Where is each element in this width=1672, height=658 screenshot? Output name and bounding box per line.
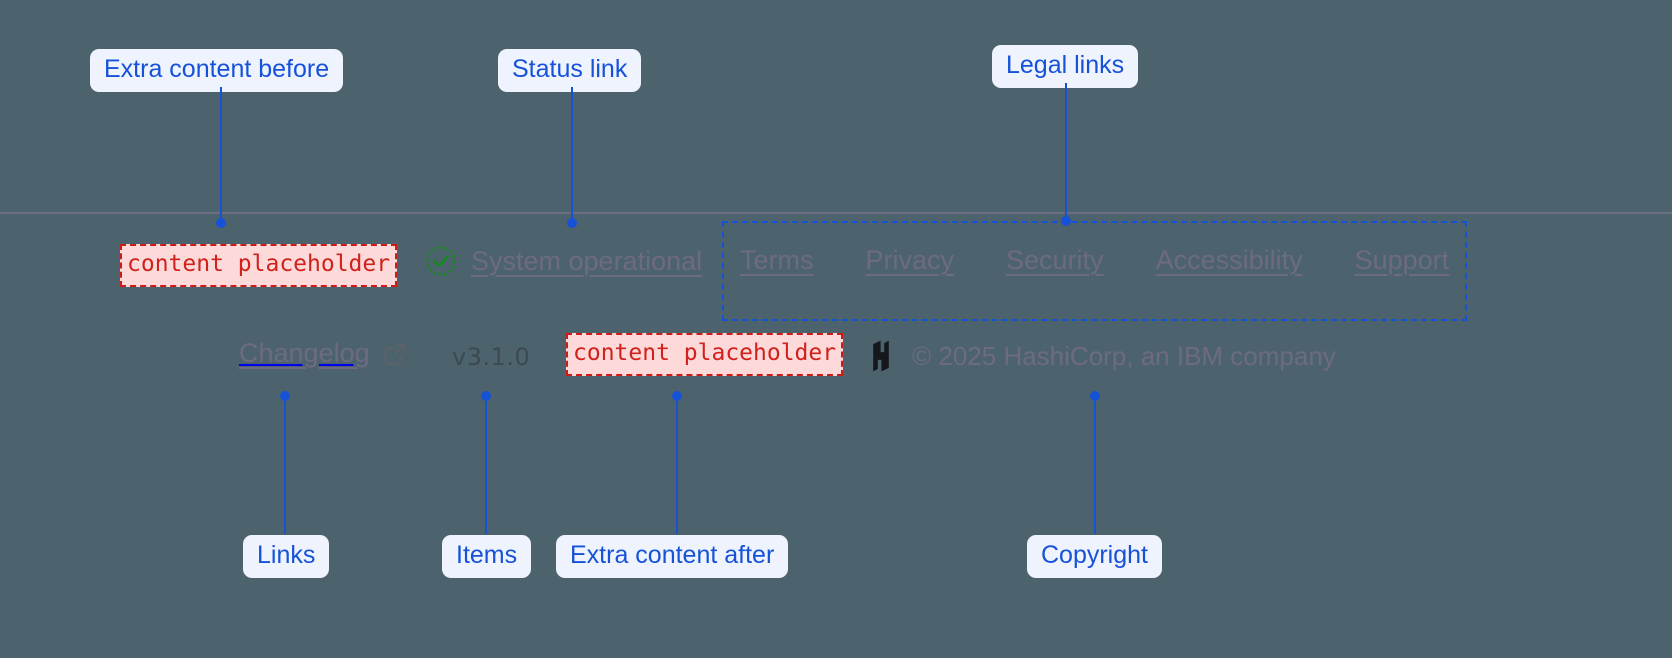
- annotation-extra-content-before: Extra content before: [90, 49, 344, 92]
- leader-line-status-link: [571, 87, 573, 221]
- version-label: v3.1.0: [452, 343, 531, 371]
- footer-row-secondary: Changelog v3.1.0 content placeholder © 2…: [0, 333, 1672, 388]
- external-link-icon: [382, 341, 408, 367]
- changelog-link-label: Changelog: [239, 338, 370, 368]
- leader-line-copyright: [1094, 396, 1096, 534]
- leader-line-links: [284, 396, 286, 534]
- legal-link-security[interactable]: Security: [1006, 245, 1104, 275]
- legal-links-list: Terms Privacy Security Accessibility Sup…: [740, 245, 1449, 276]
- leader-dot-status-link: [567, 218, 577, 228]
- leader-dot-extra-before: [216, 218, 226, 228]
- changelog-link[interactable]: Changelog: [239, 338, 408, 369]
- annotation-extra-content-after: Extra content after: [556, 535, 789, 578]
- status-link-label: System operational: [471, 245, 703, 276]
- annotation-status-link: Status link: [498, 49, 642, 92]
- legal-links-highlight-box: [722, 221, 1467, 321]
- extra-content-before-placeholder: content placeholder: [120, 244, 398, 287]
- footer-top-divider: [0, 212, 1672, 214]
- annotation-items: Items: [442, 535, 532, 578]
- copyright-text: © 2025 HashiCorp, an IBM company: [912, 340, 1336, 371]
- status-link[interactable]: System operational: [425, 245, 702, 277]
- hashicorp-logo: [866, 340, 896, 372]
- legal-link-privacy[interactable]: Privacy: [865, 245, 955, 275]
- check-circle-icon: [425, 245, 457, 277]
- extra-content-after-placeholder: content placeholder: [566, 333, 844, 376]
- copyright-group: © 2025 HashiCorp, an IBM company: [866, 340, 1336, 372]
- leader-line-items: [485, 396, 487, 534]
- leader-line-extra-after: [676, 396, 678, 534]
- legal-link-accessibility[interactable]: Accessibility: [1155, 245, 1303, 275]
- annotation-links: Links: [243, 535, 330, 578]
- annotation-copyright: Copyright: [1027, 535, 1162, 578]
- leader-line-legal-links: [1065, 83, 1067, 221]
- legal-link-support[interactable]: Support: [1354, 245, 1450, 275]
- leader-line-extra-before: [220, 87, 222, 221]
- annotation-legal-links: Legal links: [992, 45, 1139, 88]
- legal-link-terms[interactable]: Terms: [740, 245, 814, 275]
- footer-row-primary: content placeholder System operational T…: [0, 221, 1672, 321]
